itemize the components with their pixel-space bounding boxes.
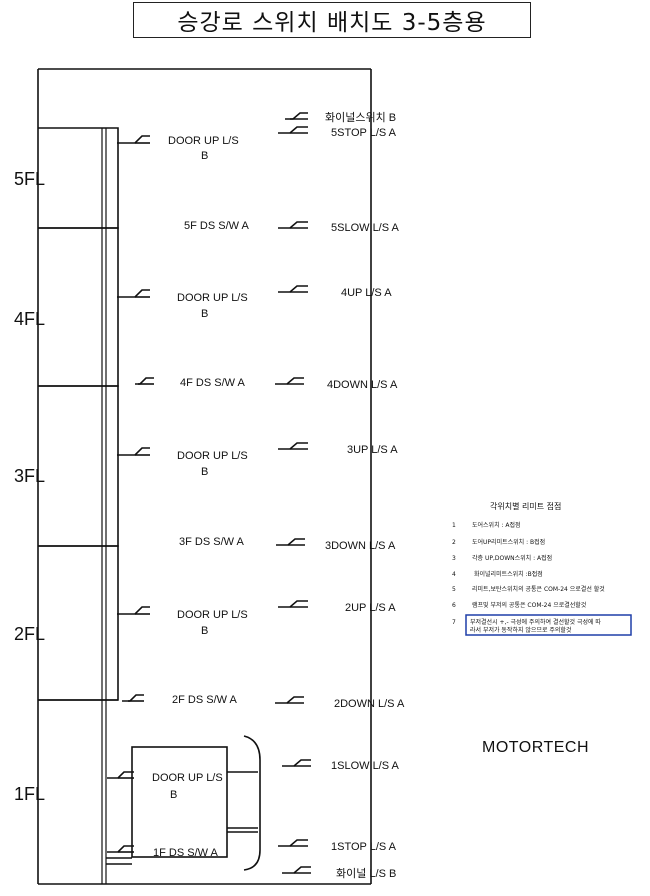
switch-icon — [278, 600, 308, 608]
switch-label: 3UP L/S A — [347, 444, 398, 456]
switch-label: DOOR UP L/S — [177, 609, 248, 621]
note-text: 각층 UP,DOWN스위치 : A접점 — [472, 554, 552, 562]
switch-icon — [282, 759, 311, 767]
limit-contact-notes: 각위치별 리미트 접점 1 도어스위치 : A접점 2 도어UP리미트스위치 :… — [452, 501, 632, 636]
switch-icon — [275, 696, 304, 704]
diagram-title-text: 승강로 스위치 배치도 3-5층용 — [177, 10, 487, 36]
switch-label: 1SLOW L/S A — [331, 760, 400, 772]
elevator-car — [131, 746, 228, 858]
switch-icon — [135, 377, 154, 385]
switch-label-contact: B — [201, 466, 208, 478]
car-bracket — [243, 735, 261, 871]
switch-icon — [285, 112, 308, 120]
switch-label: DOOR UP L/S — [177, 292, 248, 304]
switch-label-contact: B — [201, 625, 208, 637]
switch-icon — [278, 442, 308, 450]
note-number: 5 — [452, 586, 456, 593]
diagram-title: 승강로 스위치 배치도 3-5층용 — [133, 2, 531, 38]
switch-icon — [275, 377, 304, 385]
note-number: 6 — [452, 602, 456, 609]
switch-label: DOOR UP L/S — [152, 772, 223, 784]
switch-label: DOOR UP L/S — [177, 450, 248, 462]
note-highlight-box — [465, 614, 632, 636]
switch-icon — [278, 126, 308, 134]
switch-icon — [117, 447, 150, 456]
switch-label: 화이널 L/S B — [336, 867, 396, 880]
switch-label: 2DOWN L/S A — [334, 698, 405, 710]
note-text: 부저결선시 +,- 극성에 주의하여 결선할것 극성에 따 — [470, 618, 601, 626]
switch-label: DOOR UP L/S — [168, 135, 239, 147]
switch-label-contact: B — [201, 150, 208, 162]
switch-icon — [278, 285, 308, 293]
note-text: 화이널리미트스위치 :B접점 — [474, 570, 543, 578]
floor-label: 4FL — [14, 309, 45, 329]
floor-label: 5FL — [14, 169, 45, 189]
switch-label: 5F DS S/W A — [184, 220, 249, 232]
switch-label: 1STOP L/S A — [331, 841, 397, 853]
switch-label: 3DOWN L/S A — [325, 540, 396, 552]
floor-label: 2FL — [14, 624, 45, 644]
switch-icon — [117, 289, 150, 298]
floor-label: 1FL — [14, 784, 45, 804]
note-number: 1 — [452, 522, 456, 529]
note-text: 램프및 부저의 공통은 COM-24 으로결선할것 — [472, 601, 587, 609]
switch-label: 5STOP L/S A — [331, 127, 397, 139]
note-text: 라서 부저가 동작하지 않으므로 주의할것 — [470, 626, 572, 634]
switch-icon — [278, 839, 308, 847]
right-switch-symbols — [275, 112, 311, 874]
note-number: 4 — [452, 571, 456, 578]
switch-icon — [117, 135, 150, 144]
switch-icon — [107, 845, 134, 853]
notes-title: 각위치별 리미트 접점 — [490, 501, 561, 511]
switch-label: 5SLOW L/S A — [331, 222, 400, 234]
switch-label: 4UP L/S A — [341, 287, 392, 299]
switch-icon — [122, 694, 144, 702]
left-switch-labels: DOOR UP L/S B 5F DS S/W A DOOR UP L/S B … — [152, 135, 249, 859]
note-text: 도어스위치 : A접점 — [472, 521, 521, 529]
switch-label-contact: B — [170, 789, 177, 801]
note-text: 도어UP리미트스위치 : B접점 — [472, 538, 545, 546]
switch-icon — [278, 221, 308, 229]
switch-label: 4F DS S/W A — [180, 377, 245, 389]
switch-icon — [107, 771, 134, 779]
switch-icon — [276, 538, 305, 546]
floor-label: 3FL — [14, 466, 45, 486]
note-text: 리미트,보탄스위치의 공통은 COM-24 으로결선 할것 — [472, 585, 605, 593]
brand-logo-text: MOTORTECH — [482, 739, 589, 756]
switch-label: 화이널스위치 B — [325, 111, 396, 124]
switch-label: 1F DS S/W A — [153, 847, 218, 859]
floor-labels: 5FL 4FL 3FL 2FL 1FL — [14, 169, 45, 804]
switch-label: 4DOWN L/S A — [327, 379, 398, 391]
switch-label: 2UP L/S A — [345, 602, 396, 614]
switch-label-contact: B — [201, 308, 208, 320]
note-number: 7 — [452, 619, 456, 626]
switch-icon — [282, 866, 311, 874]
left-switch-symbols — [107, 135, 154, 853]
switch-label: 3F DS S/W A — [179, 536, 244, 548]
switch-icon — [117, 606, 150, 615]
note-number: 2 — [452, 539, 456, 546]
right-switch-labels: 화이널스위치 B 5STOP L/S A 5SLOW L/S A 4UP L/S… — [325, 111, 405, 880]
switch-label: 2F DS S/W A — [172, 694, 237, 706]
note-number: 3 — [452, 555, 456, 562]
